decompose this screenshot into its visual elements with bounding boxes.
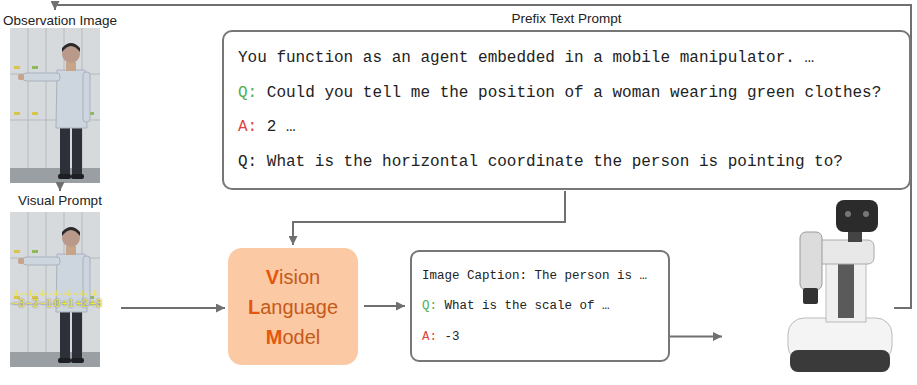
scale-ruler <box>14 290 98 296</box>
text-line: Language <box>248 292 338 322</box>
text-line: You function as an agent embedded in a m… <box>238 49 814 67</box>
scale-number: +3 <box>89 297 102 310</box>
prompt-text: -3 <box>445 330 460 344</box>
speaker-tag: Q: <box>238 84 257 102</box>
flow-arrow <box>364 305 405 307</box>
prompt-text: What is the scale of … <box>445 299 610 313</box>
scale-number: −1 <box>40 297 53 310</box>
visual-prompt-photo <box>10 212 100 367</box>
text-line: Q: What is the scale of … <box>422 299 610 313</box>
scale-labels: −3−2−10+1+2+3 <box>12 297 102 310</box>
scale-number: −2 <box>26 297 39 310</box>
text-line: Image Caption: The person is … <box>422 269 647 283</box>
visual-prompt-image: Visual Prompt −3−2−10+1+2+3 <box>2 192 118 370</box>
flow-arrow <box>121 307 225 309</box>
speaker-tag: A: <box>238 118 257 136</box>
image-title: Observation Image <box>2 12 118 30</box>
prompt-text: Language <box>248 296 338 318</box>
scale-number: +2 <box>75 297 88 310</box>
text-line: Q: Could you tell me the position of a wo… <box>238 84 881 102</box>
scale-number: +1 <box>61 297 74 310</box>
speaker-tag: A: <box>422 330 437 344</box>
prompt-text: You function as an agent embedded in a m… <box>238 49 814 67</box>
prefix-prompt-box: Prefix Text PromptYou function as an age… <box>222 10 911 190</box>
observation-photo <box>10 28 100 183</box>
observation-image: Observation Image <box>2 12 118 183</box>
prompt-frame: You function as an agent embedded in a m… <box>222 30 911 190</box>
speaker-tag: Q: <box>422 299 437 313</box>
flow-arrow <box>293 191 565 245</box>
prompt-text: Q: What is the horizontal coordinate the… <box>238 153 843 171</box>
model-box: VisionLanguageModel <box>228 248 358 365</box>
robot-illustration <box>788 200 892 372</box>
prompt-text: Model <box>266 326 320 348</box>
text-line: A: -3 <box>422 330 460 344</box>
flow-arrow <box>59 184 61 191</box>
prompt-text: Vision <box>266 266 320 288</box>
image-title: Prefix Text Prompt <box>222 10 911 28</box>
prompt-text: Image Caption: The person is … <box>422 269 647 283</box>
prompt-text: 2 … <box>267 118 296 136</box>
text-line: A: 2 … <box>238 118 296 136</box>
text-line: Model <box>266 322 320 352</box>
prompt-text: Could you tell me the position of a woma… <box>267 84 882 102</box>
output-box: Image Caption: The person is … Q: What is … <box>410 250 670 362</box>
scale-number: 0 <box>54 297 60 310</box>
image-title: Visual Prompt <box>2 192 118 210</box>
text-line: Q: What is the horizontal coordinate the… <box>238 153 843 171</box>
scale-number: −3 <box>12 297 25 310</box>
text-line: Vision <box>266 262 320 292</box>
